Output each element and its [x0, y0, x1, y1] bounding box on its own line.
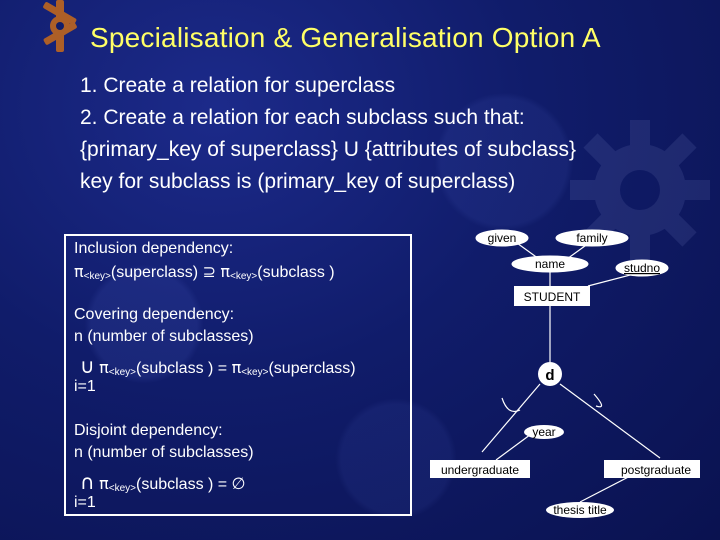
- empty-set-symbol: ∅: [231, 474, 246, 493]
- pi-symbol: π: [231, 358, 242, 377]
- step-2: 2. Create a relation for each subclass s…: [80, 106, 525, 129]
- covering-formula: ∪ π<key>(subclass ) = π<key>(superclass): [80, 354, 356, 378]
- disjoint-n: n (number of subclasses): [74, 444, 254, 461]
- family-attribute: [555, 229, 629, 247]
- gear-icon: [43, 0, 77, 52]
- given-label: given: [488, 231, 517, 245]
- key-subscript: <key>: [108, 367, 136, 378]
- key-subscript: <key>: [83, 271, 111, 282]
- key-subscript: <key>: [241, 367, 269, 378]
- covering-n: n (number of subclasses): [74, 328, 254, 345]
- covering-superclass: (superclass): [268, 360, 356, 377]
- given-attribute: [475, 229, 529, 247]
- family-label: family: [576, 231, 607, 245]
- pi-symbol: π: [74, 262, 84, 281]
- studno-label: studno: [624, 261, 660, 275]
- name-label: name: [535, 257, 565, 271]
- step-2-detail: {primary_key of superclass} U {attribute…: [80, 138, 577, 161]
- postgraduate-label: postgraduate: [621, 463, 691, 477]
- disjoint-title: Disjoint dependency:: [74, 422, 223, 439]
- student-label: STUDENT: [524, 290, 581, 304]
- step-2-key: key for subclass is (primary_key of supe…: [80, 170, 516, 193]
- disjoint-circle: [538, 362, 562, 386]
- key-subscript: <key>: [108, 483, 136, 494]
- disjoint-index: i=1: [74, 494, 96, 511]
- d-undergrad-link: [481, 383, 541, 453]
- inclusion-title: Inclusion dependency:: [74, 240, 234, 257]
- d-postgrad-link: [559, 383, 661, 459]
- step-1: 1. Create a relation for superclass: [80, 74, 396, 97]
- inclusion-formula: π<key>(superclass) ⊇ π<key>(subclass ): [74, 262, 335, 282]
- subclass-text: (subclass ): [257, 264, 335, 281]
- pi-symbol: π: [220, 262, 230, 281]
- union-symbol: ∪: [80, 354, 95, 378]
- slide-title: Specialisation & Generalisation Option A: [90, 22, 601, 53]
- covering-subclass: (subclass ) =: [135, 360, 228, 377]
- studno-attribute: [615, 259, 669, 277]
- subset-arc-right: [593, 393, 603, 408]
- dependency-panel: Inclusion dependency: π<key>(superclass)…: [64, 234, 412, 516]
- er-diagram: given family name studno STUDENT d year …: [430, 229, 700, 518]
- name-attribute: [511, 255, 589, 273]
- disjoint-subclass: (subclass ) =: [135, 476, 228, 493]
- steps-list: 1. Create a relation for superclass 2. C…: [80, 70, 576, 198]
- thesis-title-label: thesis title: [553, 503, 607, 517]
- undergraduate-label: undergraduate: [441, 463, 519, 477]
- thesis-title-attribute: [546, 502, 614, 518]
- postgraduate-entity: [604, 460, 700, 478]
- pi-symbol: π: [99, 358, 109, 377]
- superclass-text: (superclass): [110, 264, 199, 281]
- covering-index: i=1: [74, 378, 96, 395]
- undergraduate-entity: [430, 460, 530, 478]
- pi-symbol: π: [99, 474, 109, 493]
- year-label: year: [532, 425, 555, 439]
- covering-title: Covering dependency:: [74, 306, 235, 323]
- intersect-symbol: ∩: [80, 470, 95, 494]
- key-subscript: <key>: [229, 271, 258, 282]
- subset-arc-left: [501, 397, 521, 413]
- disjoint-formula: ∩ π<key>(subclass ) = ∅: [80, 470, 246, 494]
- student-entity: [514, 286, 590, 306]
- superset-symbol: ⊇: [202, 262, 216, 281]
- disjoint-label: d: [545, 367, 554, 384]
- year-attribute: [524, 425, 564, 439]
